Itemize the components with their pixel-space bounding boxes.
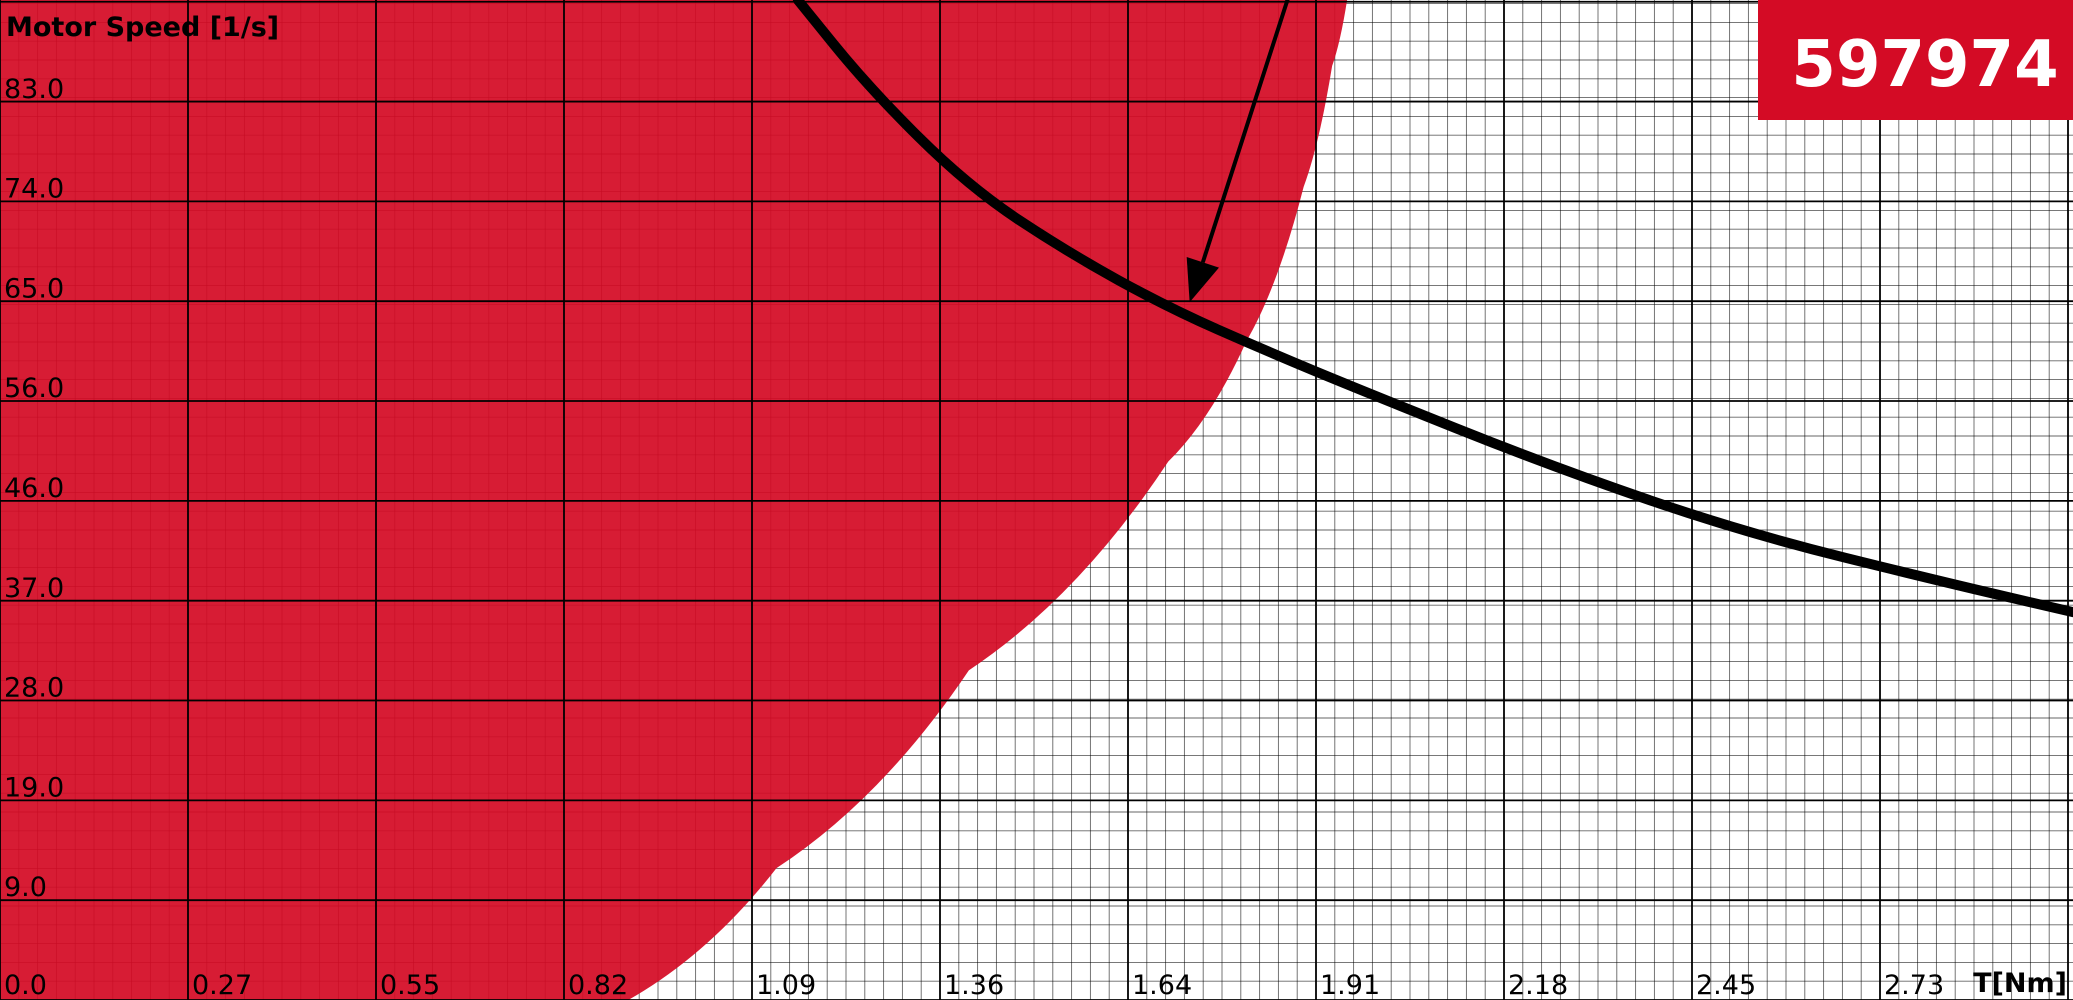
y-tick-label: 28.0	[4, 673, 64, 704]
y-tick-label: 19.0	[4, 772, 64, 803]
x-tick-label: 1.64	[1132, 970, 1192, 1000]
y-tick-label: 83.0	[4, 74, 64, 105]
series-line-0	[792, 0, 2073, 618]
y-tick-label: 56.0	[4, 373, 64, 404]
x-axis-title: T[Nm]	[1973, 968, 2067, 999]
y-tick-label: 74.0	[4, 174, 64, 205]
x-tick-label: 0.82	[568, 970, 628, 1000]
y-tick-label: 9.0	[4, 872, 47, 903]
id-badge-background	[1758, 0, 2073, 120]
y-tick-label: 46.0	[4, 473, 64, 504]
annotation-arrow-shaft	[1200, 0, 1290, 263]
y-axis-title: Motor Speed [1/s]	[6, 12, 279, 43]
tick-labels: 0.0 0.27 0.55 0.82 1.09 1.36 1.64 1.91 2.18 2.45 2…	[4, 74, 1944, 1000]
x-tick-label: 1.36	[944, 970, 1004, 1000]
annotation-layer	[1186, 0, 1290, 303]
id-badge-text: 597974	[1791, 28, 2058, 102]
id-badge: 597974	[1758, 0, 2073, 120]
annotation-arrow-head	[1186, 256, 1219, 303]
x-tick-label: 0.0	[4, 970, 47, 1000]
y-tick-label: 65.0	[4, 273, 64, 304]
x-tick-label: 0.55	[380, 970, 440, 1000]
y-tick-label: 37.0	[4, 573, 64, 604]
x-tick-label: 2.18	[1508, 970, 1568, 1000]
x-tick-label: 2.45	[1696, 970, 1756, 1000]
x-tick-label: 2.73	[1884, 970, 1944, 1000]
series-layer	[792, 0, 2073, 618]
x-tick-label: 1.09	[756, 970, 816, 1000]
x-tick-label: 1.91	[1320, 970, 1380, 1000]
x-tick-label: 0.27	[192, 970, 252, 1000]
